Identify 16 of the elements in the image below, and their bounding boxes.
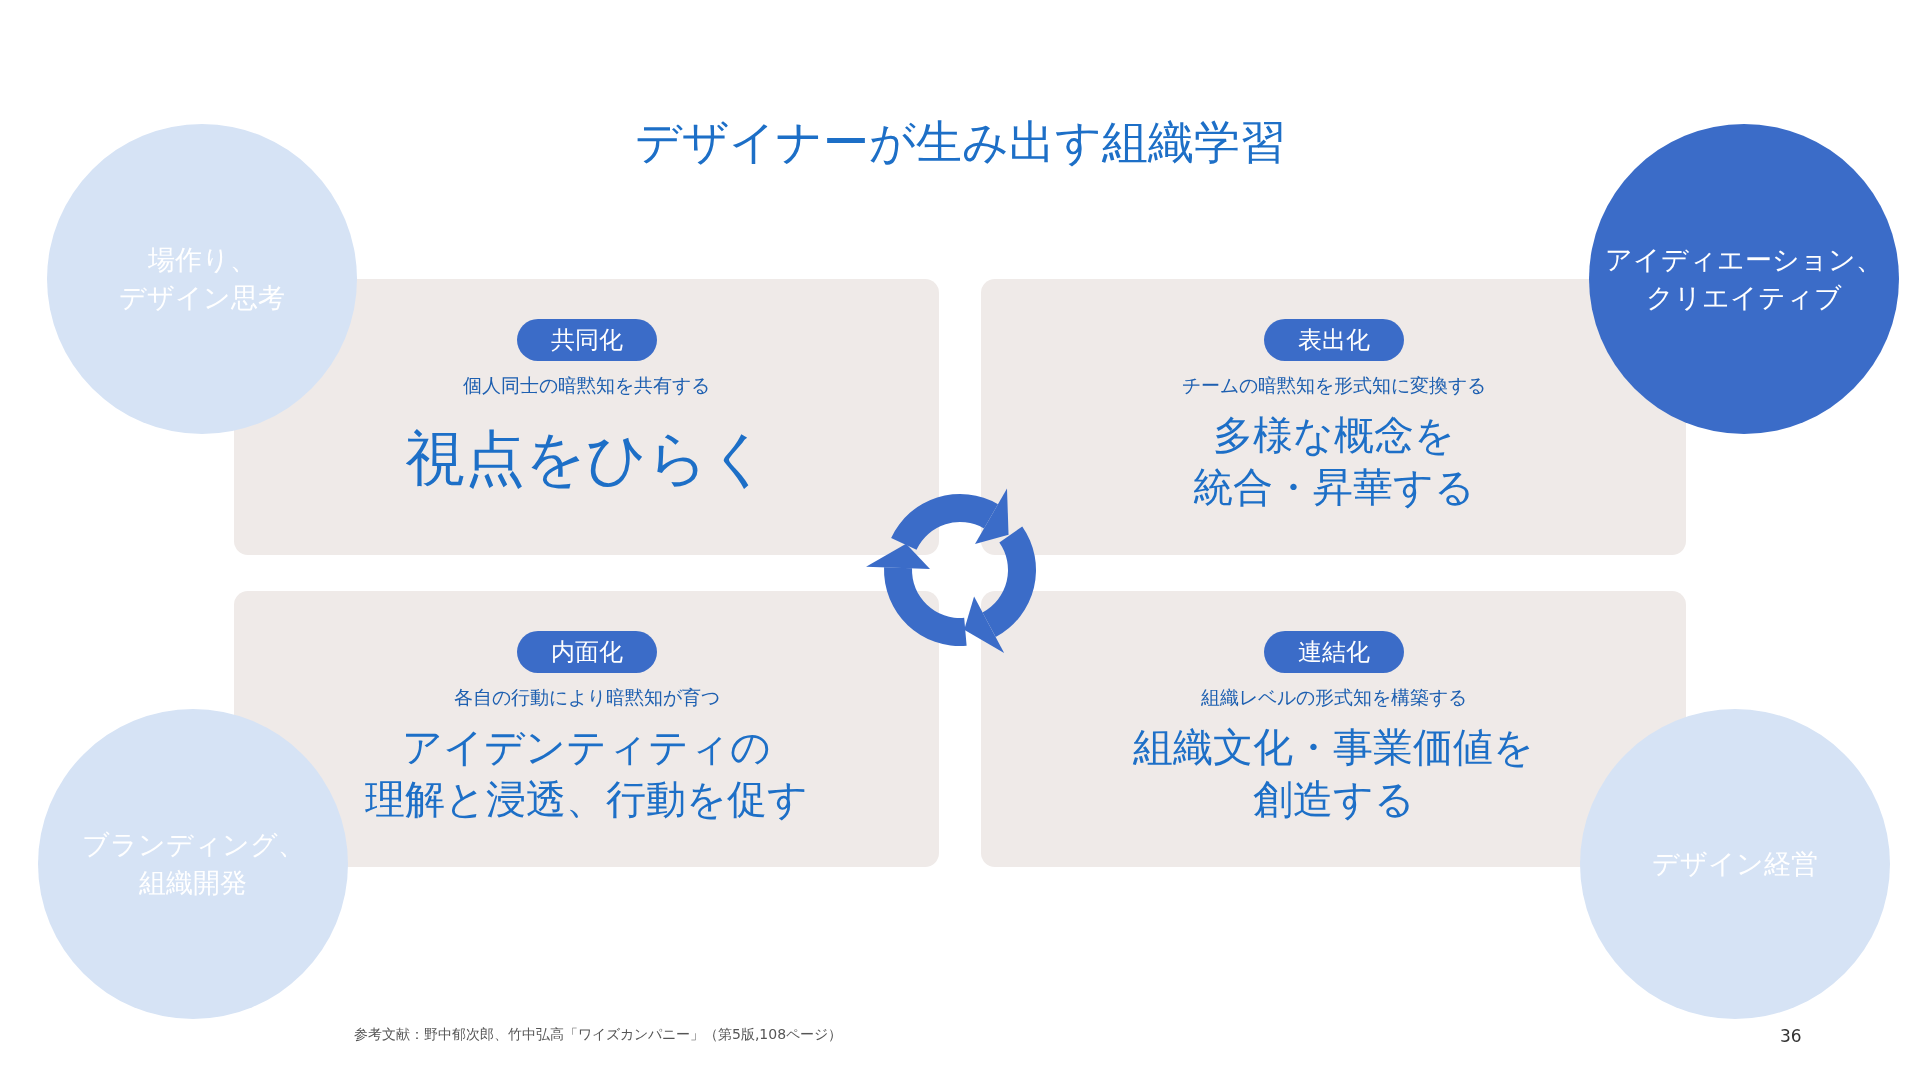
page-number: 36 xyxy=(1780,1026,1802,1046)
quadrant-description: 組織レベルの形式知を構築する xyxy=(1199,685,1468,710)
quadrant-description: チームの暗黙知を形式知に変換する xyxy=(1180,373,1487,398)
quadrant-heading: 組織文化・事業価値を創造する xyxy=(1132,723,1535,824)
slide-title: デザイナーが生み出す組織学習 xyxy=(633,114,1287,171)
quadrant-badge: 連結化 xyxy=(1263,631,1404,673)
quadrant-description: 各自の行動により暗黙知が育つ xyxy=(452,685,721,710)
quadrant-heading: アイデンティティの理解と浸透、行動を促す xyxy=(364,723,809,824)
quadrant-badge: 内面化 xyxy=(516,631,657,673)
quadrant-heading: 視点をひらく xyxy=(403,422,770,495)
quadrant-heading: 多様な概念を統合・昇華する xyxy=(1191,411,1476,512)
reference-note: 参考文献：野中郁次郎、竹中弘高「ワイズカンパニー」（第5版,108ページ） xyxy=(354,1026,843,1044)
quadrant-description: 個人同士の暗黙知を共有する xyxy=(462,373,711,398)
quadrant-badge: 表出化 xyxy=(1263,319,1404,361)
quadrant-badge: 共同化 xyxy=(516,319,657,361)
circle-label: アイディエーション、クリエイティブ xyxy=(1605,243,1883,315)
